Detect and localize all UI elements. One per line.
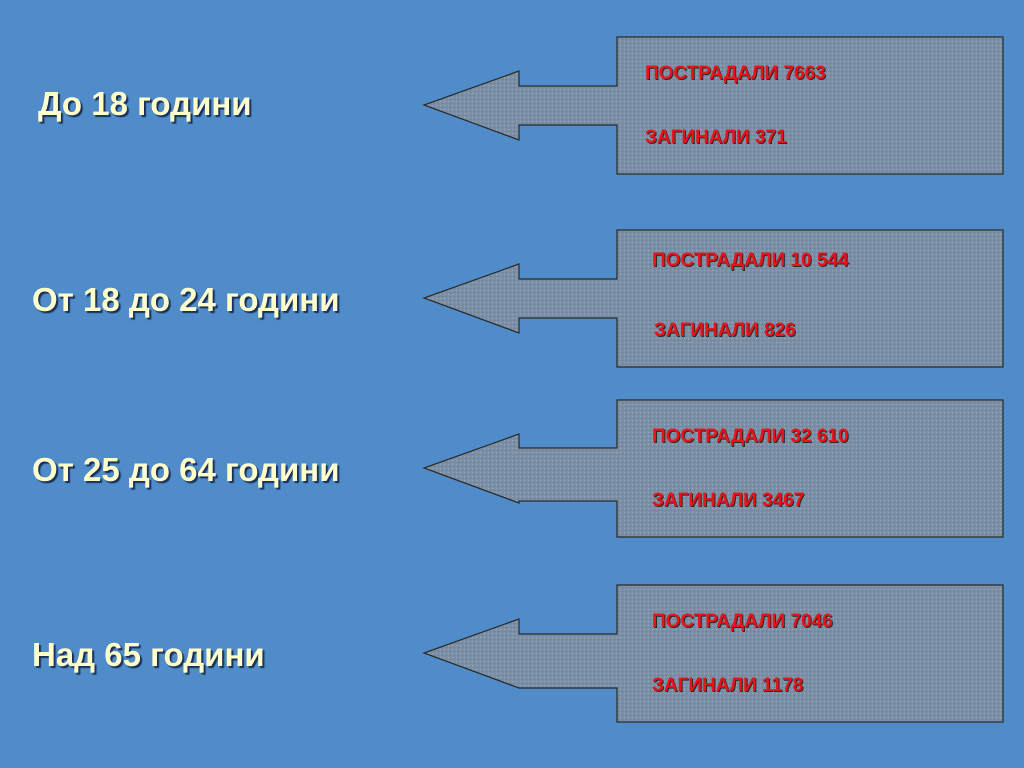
arrow-callout-left [422, 36, 1004, 175]
age-group-label: До 18 години [38, 85, 252, 122]
age-group-row: До 18 години ПОСТРАДАЛИ 7663 ЗАГИНАЛИ 37… [0, 36, 1024, 177]
arrow-callout-left [422, 584, 1004, 723]
age-group-label: Над 65 години [32, 636, 265, 673]
killed-count: ЗАГИНАЛИ 3467 [652, 490, 805, 511]
killed-count: ЗАГИНАЛИ 826 [654, 320, 796, 341]
injured-count: ПОСТРАДАЛИ 32 610 [652, 426, 849, 447]
injured-count: ПОСТРАДАЛИ 10 544 [652, 250, 849, 271]
arrow-callout-left [422, 229, 1004, 368]
killed-count: ЗАГИНАЛИ 371 [645, 127, 787, 148]
age-group-row: От 18 до 24 години ПОСТРАДАЛИ 10 544 ЗАГ… [0, 229, 1024, 370]
injured-count: ПОСТРАДАЛИ 7663 [645, 63, 826, 84]
age-group-row: От 25 до 64 години ПОСТРАДАЛИ 32 610 ЗАГ… [0, 399, 1024, 540]
killed-count: ЗАГИНАЛИ 1178 [652, 675, 804, 696]
injured-count: ПОСТРАДАЛИ 7046 [652, 611, 833, 632]
age-group-label: От 18 до 24 години [32, 281, 340, 318]
age-group-row: Над 65 години ПОСТРАДАЛИ 7046 ЗАГИНАЛИ 1… [0, 584, 1024, 725]
arrow-callout-left [422, 399, 1004, 538]
age-group-label: От 25 до 64 години [32, 451, 340, 488]
